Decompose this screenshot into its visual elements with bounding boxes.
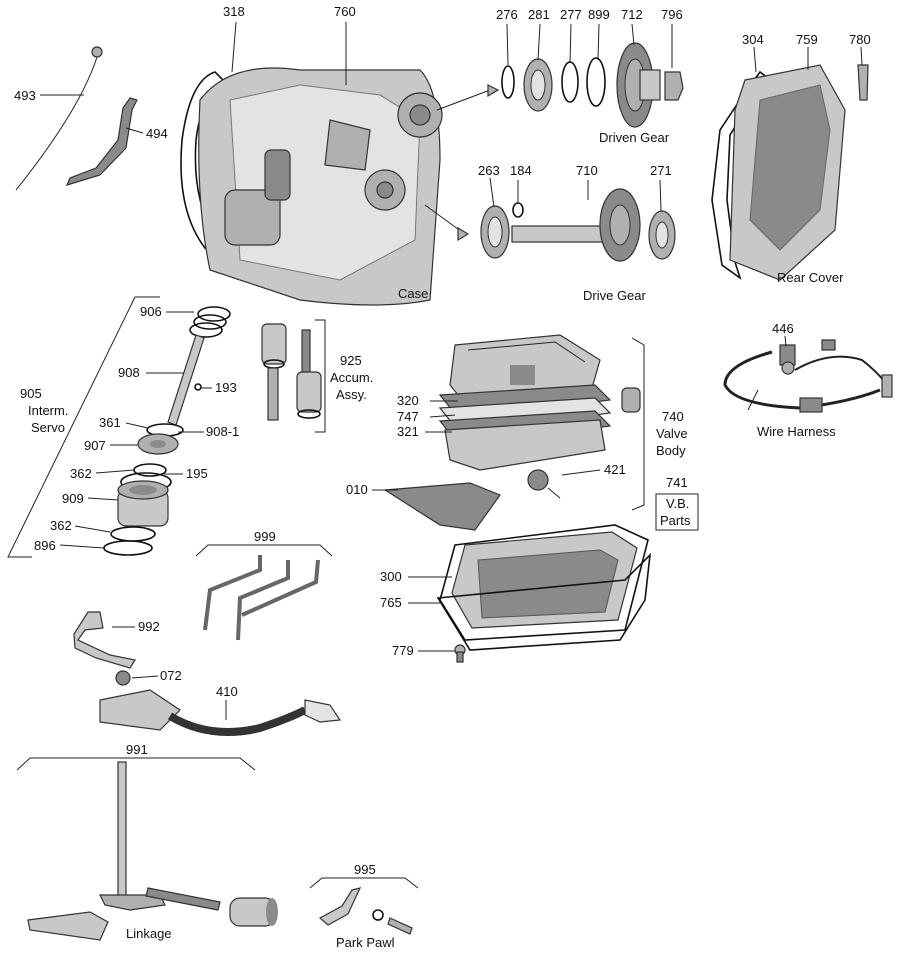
callout-908-1: 908-1 [206, 424, 239, 439]
callout-760: 760 [334, 4, 356, 19]
callout-907: 907 [84, 438, 106, 453]
label-park-pawl: Park Pawl [336, 935, 395, 950]
case-part [180, 67, 443, 306]
callout-362-b: 362 [50, 518, 72, 533]
callout-193: 193 [215, 380, 237, 395]
callout-318: 318 [223, 4, 245, 19]
callout-493: 493 [14, 88, 36, 103]
label-vb-line1: V.B. [666, 496, 689, 511]
callout-740: 740 [662, 409, 684, 424]
filter-part [383, 482, 501, 531]
callout-796: 796 [661, 7, 683, 22]
callout-072: 072 [160, 668, 182, 683]
label-valve-line2: Body [656, 443, 686, 458]
callout-446: 446 [772, 321, 794, 336]
label-interm-line2: Servo [31, 420, 65, 435]
callout-896: 896 [34, 538, 56, 553]
valve-body [438, 334, 645, 511]
label-vb-line2: Parts [660, 513, 691, 528]
callout-362-a: 362 [70, 466, 92, 481]
dipstick-part [15, 46, 138, 191]
label-wire-harness: Wire Harness [757, 424, 836, 439]
callout-906: 906 [140, 304, 162, 319]
callout-421: 421 [604, 462, 626, 477]
vb-parts-box [655, 493, 699, 531]
label-accum-line2: Assy. [336, 387, 367, 402]
label-interm-line1: Interm. [28, 403, 68, 418]
callout-361: 361 [99, 415, 121, 430]
callout-759: 759 [796, 32, 818, 47]
wire-harness-part [723, 339, 893, 413]
label-valve-line1: Valve [656, 426, 688, 441]
driven-gear-stack [501, 42, 684, 128]
callout-010: 010 [346, 482, 368, 497]
callout-779: 779 [392, 643, 414, 658]
part-group-labels: Driven Gear Drive Gear Case Rear Cover I… [28, 130, 844, 950]
callout-905: 905 [20, 386, 42, 401]
callout-908: 908 [118, 365, 140, 380]
callout-899: 899 [588, 7, 610, 22]
tubes-part [195, 544, 333, 641]
callout-780: 780 [849, 32, 871, 47]
callout-281: 281 [528, 7, 550, 22]
solenoid-part [99, 670, 342, 736]
drive-gear-stack [480, 188, 676, 262]
linkage-part [16, 757, 278, 941]
bracket-part [73, 611, 136, 669]
callout-304: 304 [742, 32, 764, 47]
callout-263: 263 [478, 163, 500, 178]
callout-195: 195 [186, 466, 208, 481]
callout-925: 925 [340, 353, 362, 368]
label-case: Case [398, 286, 428, 301]
callout-numbers: 318 760 276 281 277 899 712 796 304 759 … [14, 4, 871, 877]
callout-320: 320 [397, 393, 419, 408]
accumulator-assembly [261, 319, 326, 433]
callout-909: 909 [62, 491, 84, 506]
callout-494: 494 [146, 126, 168, 141]
callout-741: 741 [666, 475, 688, 490]
callout-410: 410 [216, 684, 238, 699]
callout-991: 991 [126, 742, 148, 757]
callout-747: 747 [397, 409, 419, 424]
callout-277: 277 [560, 7, 582, 22]
label-drive-gear: Drive Gear [583, 288, 647, 303]
callout-184: 184 [510, 163, 532, 178]
callout-321: 321 [397, 424, 419, 439]
callout-710: 710 [576, 163, 598, 178]
callout-712: 712 [621, 7, 643, 22]
callout-992: 992 [138, 619, 160, 634]
rear-cover-part [711, 64, 869, 281]
callout-276: 276 [496, 7, 518, 22]
callout-765: 765 [380, 595, 402, 610]
intermediate-servo [103, 306, 231, 556]
callout-995: 995 [354, 862, 376, 877]
callout-271: 271 [650, 163, 672, 178]
leader-lines [40, 21, 863, 720]
label-rear-cover: Rear Cover [777, 270, 844, 285]
park-pawl-part [309, 877, 419, 935]
label-driven-gear: Driven Gear [599, 130, 670, 145]
label-accum-line1: Accum. [330, 370, 373, 385]
callout-300: 300 [380, 569, 402, 584]
callout-999: 999 [254, 529, 276, 544]
oil-pan-part [436, 524, 652, 663]
label-linkage: Linkage [126, 926, 172, 941]
